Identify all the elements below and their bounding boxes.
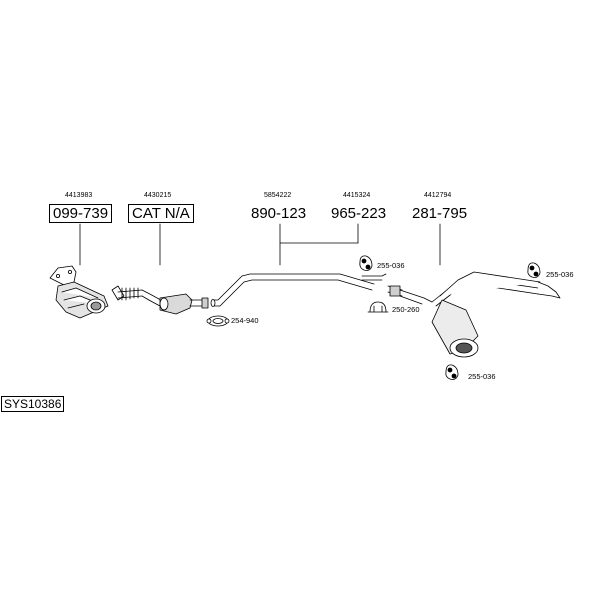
- oem-number: 4415324: [343, 192, 371, 199]
- oem-number: 4413983: [65, 192, 93, 199]
- small-part-label: 255-036: [546, 270, 574, 279]
- part-number-label: 099-739: [49, 204, 113, 223]
- part-number-label: 965-223: [331, 205, 387, 222]
- manifold-catalyst-part: [49, 265, 109, 319]
- clamp-part: [361, 273, 403, 297]
- hanger-255-036-lower-icon: [445, 364, 459, 380]
- oem-number: 5854222: [264, 192, 292, 199]
- part-number-label: 281-795: [412, 205, 468, 222]
- intermediate-pipe-part: [210, 273, 375, 307]
- system-code-label: SYS10386: [1, 396, 65, 412]
- small-part-label: 250-260: [392, 305, 420, 314]
- small-part-label: 254-940: [231, 316, 259, 325]
- gasket-254-940-icon: [206, 315, 230, 327]
- clamp-250-260-icon: [367, 301, 389, 313]
- rear-silencer-part: [399, 271, 561, 358]
- oem-number: 4412794: [424, 192, 452, 199]
- small-part-label: 255-036: [468, 372, 496, 381]
- oem-number: 4430215: [144, 192, 172, 199]
- small-part-label: 255-036: [377, 261, 405, 270]
- part-number-label: CAT N/A: [128, 204, 194, 223]
- part-number-label: 890-123: [251, 205, 307, 222]
- leader-lines: [79, 223, 441, 266]
- hanger-255-036-right-icon: [527, 262, 541, 278]
- hanger-255-036-upper-icon: [359, 255, 373, 271]
- front-pipe-catalyst-part: [111, 285, 209, 315]
